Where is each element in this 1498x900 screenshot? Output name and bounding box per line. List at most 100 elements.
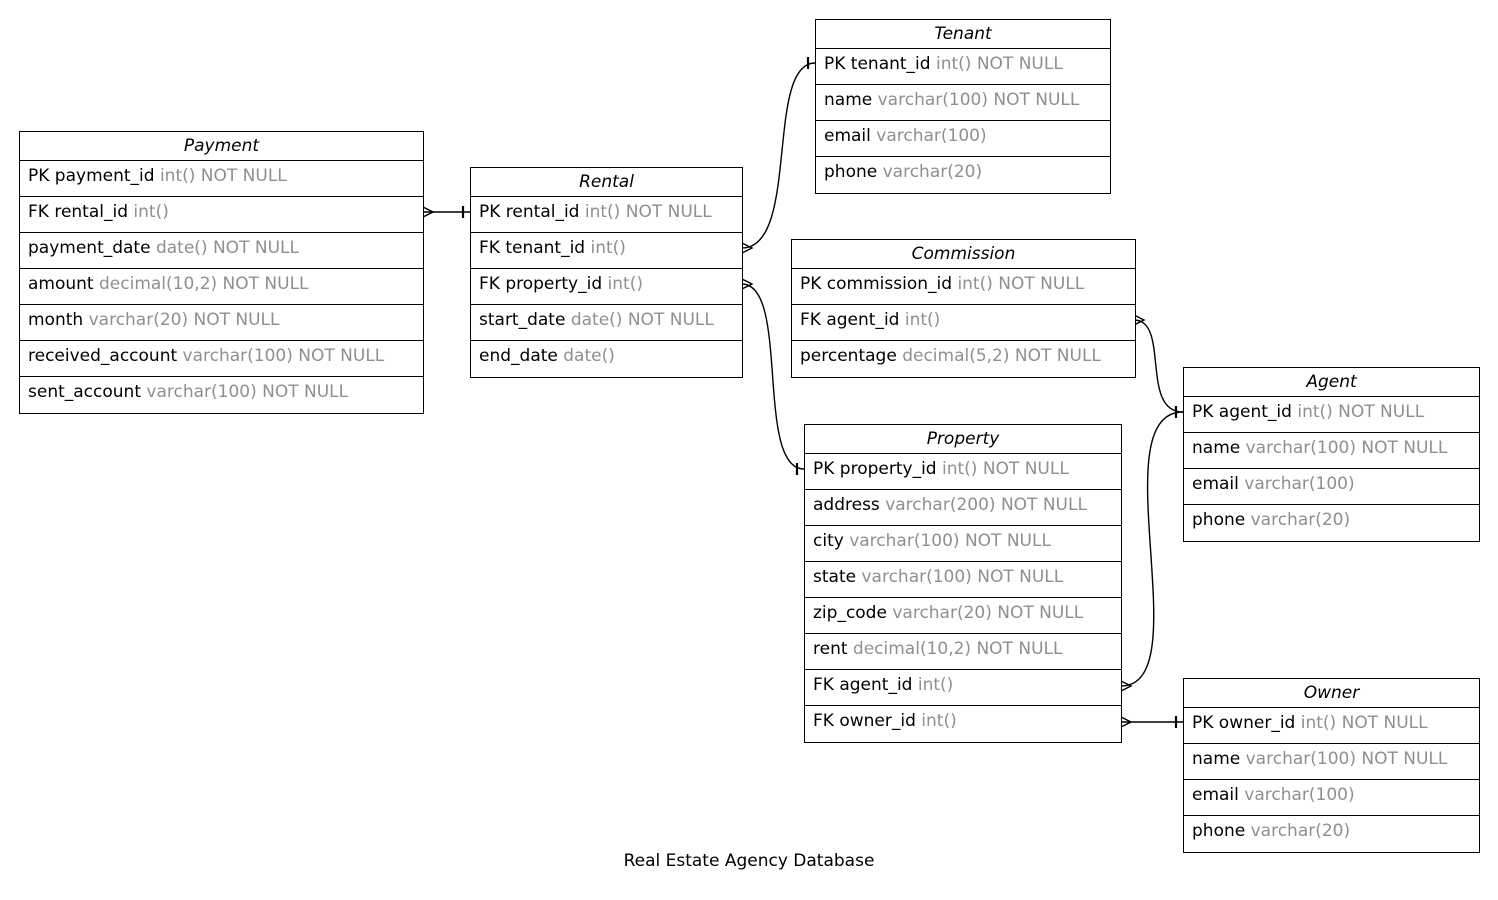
field-agent-id[interactable]: FK agent_id int() (792, 305, 1135, 341)
field-received-account[interactable]: received_account varchar(100) NOT NULL (20, 341, 423, 377)
field-type: int() NOT NULL (1300, 713, 1428, 733)
field-type: int() NOT NULL (957, 274, 1085, 294)
field-type: varchar(20) NOT NULL (892, 603, 1084, 623)
table-rental[interactable]: Rental PK rental_id int() NOT NULL FK te… (470, 167, 743, 378)
field-type: varchar(20) (882, 162, 983, 182)
field-type: decimal(5,2) NOT NULL (902, 346, 1101, 366)
field-type: int() NOT NULL (159, 166, 287, 186)
table-tenant[interactable]: Tenant PK tenant_id int() NOT NULL name … (815, 19, 1111, 194)
field-type: int() (590, 238, 626, 258)
field-type: varchar(100) NOT NULL (182, 346, 385, 366)
field-type: varchar(100) NOT NULL (1245, 749, 1448, 769)
table-title-owner: Owner (1184, 679, 1479, 708)
field-month[interactable]: month varchar(20) NOT NULL (20, 305, 423, 341)
field-type: date() NOT NULL (570, 310, 714, 330)
field-type: varchar(100) (1244, 785, 1355, 805)
field-type: varchar(100) NOT NULL (861, 567, 1064, 587)
field-agent-id[interactable]: PK agent_id int() NOT NULL (1184, 397, 1479, 433)
field-rent[interactable]: rent decimal(10,2) NOT NULL (805, 634, 1121, 670)
field-name: zip_code (813, 603, 887, 623)
field-address[interactable]: address varchar(200) NOT NULL (805, 490, 1121, 526)
field-type: varchar(100) NOT NULL (849, 531, 1051, 551)
diagram-title: Real Estate Agency Database (623, 851, 875, 871)
field-start-date[interactable]: start_date date() NOT NULL (471, 305, 742, 341)
field-zip-code[interactable]: zip_code varchar(20) NOT NULL (805, 598, 1121, 634)
table-payment[interactable]: Payment PK payment_id int() NOT NULL FK … (19, 131, 424, 414)
field-type: int() (904, 310, 941, 330)
field-name: FK owner_id (813, 711, 916, 731)
field-name: rent (813, 639, 848, 659)
field-name: PK agent_id (1192, 402, 1292, 422)
field-phone[interactable]: phone varchar(20) (816, 157, 1110, 193)
field-name: state (813, 567, 857, 587)
field-name[interactable]: name varchar(100) NOT NULL (816, 85, 1110, 121)
field-type: varchar(100) (876, 126, 987, 146)
field-end-date[interactable]: end_date date() (471, 341, 742, 377)
field-type: int() (917, 675, 954, 695)
field-type: int() NOT NULL (1297, 402, 1425, 422)
field-payment-id[interactable]: PK payment_id int() NOT NULL (20, 161, 423, 197)
field-type: varchar(200) NOT NULL (885, 495, 1087, 515)
field-name: name (1192, 749, 1241, 769)
field-tenant-id[interactable]: FK tenant_id int() (471, 233, 742, 269)
rel-payment-rental (422, 206, 470, 218)
field-name: FK property_id (479, 274, 603, 294)
rel-rental-tenant (741, 57, 816, 254)
field-name[interactable]: name varchar(100) NOT NULL (1184, 433, 1479, 469)
field-phone[interactable]: phone varchar(20) (1184, 505, 1479, 541)
field-name: FK agent_id (813, 675, 913, 695)
field-name: FK rental_id (28, 202, 128, 222)
field-percentage[interactable]: percentage decimal(5,2) NOT NULL (792, 341, 1135, 377)
table-title-rental: Rental (471, 168, 742, 197)
field-type: int() (921, 711, 957, 731)
table-agent[interactable]: Agent PK agent_id int() NOT NULL name va… (1183, 367, 1480, 542)
field-name: amount (28, 274, 94, 294)
table-owner[interactable]: Owner PK owner_id int() NOT NULL name va… (1183, 678, 1480, 853)
field-name: email (1192, 474, 1239, 494)
field-type: decimal(10,2) NOT NULL (99, 274, 309, 294)
field-type: int() NOT NULL (935, 54, 1063, 74)
field-name: payment_date (28, 238, 151, 258)
table-property[interactable]: Property PK property_id int() NOT NULL a… (804, 424, 1122, 743)
field-type: varchar(100) (1244, 474, 1355, 494)
field-type: varchar(20) (1250, 510, 1351, 530)
rel-property-agent (1120, 411, 1184, 692)
field-name: phone (1192, 821, 1246, 841)
table-title-payment: Payment (20, 132, 423, 161)
field-rental-id[interactable]: FK rental_id int() (20, 197, 423, 233)
field-rental-id[interactable]: PK rental_id int() NOT NULL (471, 197, 742, 233)
field-property-id[interactable]: PK property_id int() NOT NULL (805, 454, 1121, 490)
field-phone[interactable]: phone varchar(20) (1184, 816, 1479, 852)
field-name: phone (1192, 510, 1246, 530)
rel-commission-agent (1133, 314, 1184, 418)
field-email[interactable]: email varchar(100) (1184, 780, 1479, 816)
field-name: end_date (479, 346, 558, 366)
table-title-commission: Commission (792, 240, 1135, 269)
field-state[interactable]: state varchar(100) NOT NULL (805, 562, 1121, 598)
field-amount[interactable]: amount decimal(10,2) NOT NULL (20, 269, 423, 305)
field-property-id[interactable]: FK property_id int() (471, 269, 742, 305)
field-name: email (1192, 785, 1239, 805)
field-name[interactable]: name varchar(100) NOT NULL (1184, 744, 1479, 780)
field-commission-id[interactable]: PK commission_id int() NOT NULL (792, 269, 1135, 305)
table-title-tenant: Tenant (816, 20, 1110, 49)
field-sent-account[interactable]: sent_account varchar(100) NOT NULL (20, 377, 423, 413)
field-payment-date[interactable]: payment_date date() NOT NULL (20, 233, 423, 269)
field-name: city (813, 531, 844, 551)
field-owner-id[interactable]: FK owner_id int() (805, 706, 1121, 742)
field-name: name (824, 90, 873, 110)
field-type: int() (607, 274, 643, 294)
field-name: address (813, 495, 880, 515)
field-email[interactable]: email varchar(100) (816, 121, 1110, 157)
field-tenant-id[interactable]: PK tenant_id int() NOT NULL (816, 49, 1110, 85)
field-city[interactable]: city varchar(100) NOT NULL (805, 526, 1121, 562)
field-name: start_date (479, 310, 566, 330)
field-owner-id[interactable]: PK owner_id int() NOT NULL (1184, 708, 1479, 744)
field-email[interactable]: email varchar(100) (1184, 469, 1479, 505)
field-agent-id[interactable]: FK agent_id int() (805, 670, 1121, 706)
field-type: varchar(100) NOT NULL (1245, 438, 1448, 458)
field-type: int() NOT NULL (942, 459, 1069, 479)
field-name: month (28, 310, 84, 330)
field-type: decimal(10,2) NOT NULL (852, 639, 1063, 659)
table-commission[interactable]: Commission PK commission_id int() NOT NU… (791, 239, 1136, 378)
